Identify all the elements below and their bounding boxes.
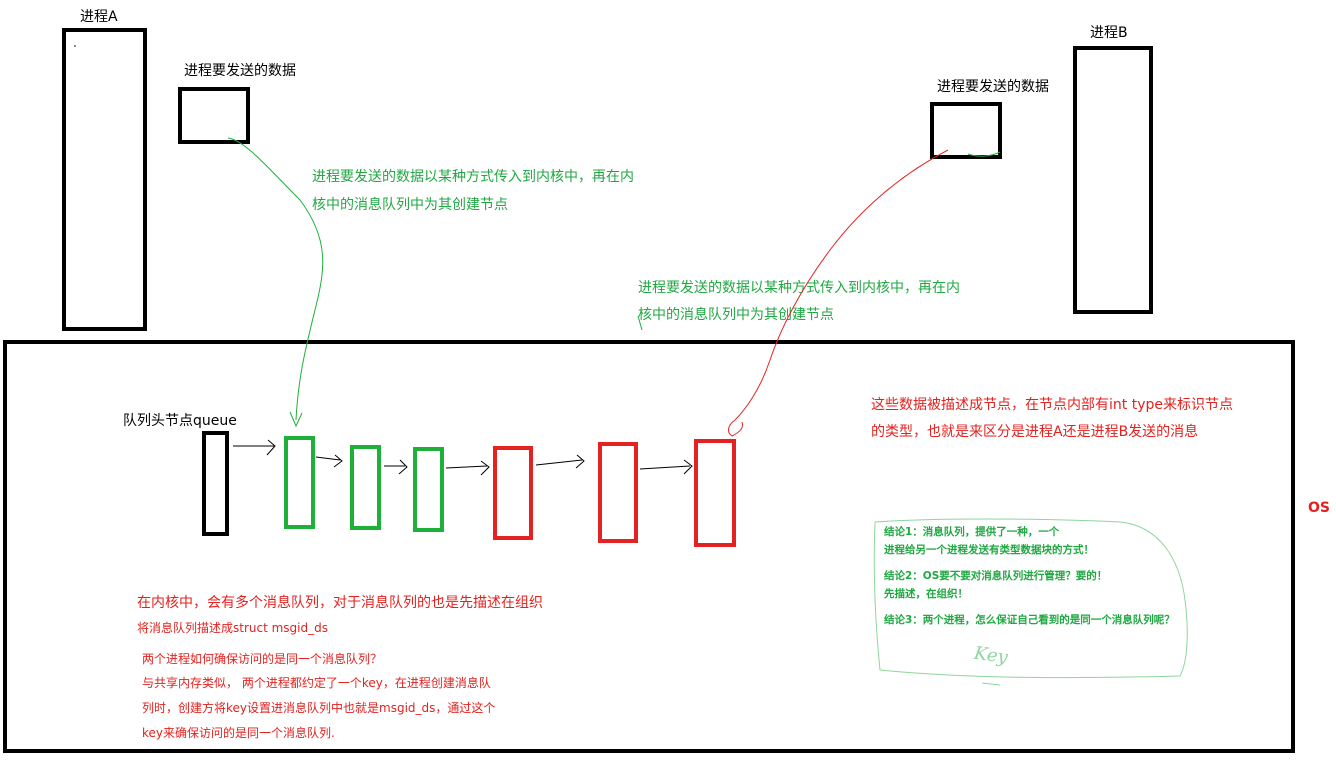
os-label: OS bbox=[1308, 500, 1330, 516]
queue-head-label: 队列头节点queue bbox=[123, 413, 237, 429]
node-desc-line2: 的类型，也就是来区分是进程A还是进程B发送的消息 bbox=[871, 424, 1199, 440]
queue-arrow-3 bbox=[445, 460, 490, 476]
kernel-note-line1: 在内核中，会有多个消息队列，对于消息队列的也是先描述在组织 bbox=[137, 595, 543, 611]
queue-node-b3 bbox=[694, 439, 736, 547]
conclusion-frame bbox=[873, 518, 1188, 679]
transfer-note2-line1: 进程要发送的数据以某种方式传入到内核中，再在内 bbox=[638, 280, 960, 296]
transfer-note-line2: 核中的消息队列中为其创建节点 bbox=[312, 197, 508, 213]
process-b-label: 进程B bbox=[1090, 25, 1128, 41]
queue-head-node bbox=[202, 431, 229, 536]
kernel-note-answer2: 列时，创建方将key设置进消息队列中也就是msgid_ds，通过这个 bbox=[142, 701, 496, 715]
process-a-data-label: 进程要发送的数据 bbox=[184, 63, 296, 79]
transfer-note-line1: 进程要发送的数据以某种方式传入到内核中，再在内 bbox=[312, 169, 634, 185]
green-curve-arrowhead bbox=[289, 411, 303, 428]
process-b-box bbox=[1073, 46, 1153, 314]
kernel-note-answer1: 与共享内存类似， 两个进程都约定了一个key，在进程创建消息队 bbox=[142, 676, 491, 690]
red-transfer-curve bbox=[734, 149, 949, 421]
process-a-dot bbox=[74, 45, 76, 47]
queue-node-a2 bbox=[350, 445, 381, 530]
kernel-note-answer3: key来确保访问的是同一个消息队列. bbox=[142, 726, 335, 740]
kernel-note-line2: 将消息队列描述成struct msgid_ds bbox=[137, 621, 328, 635]
process-a-box bbox=[62, 28, 147, 331]
queue-node-b1 bbox=[493, 446, 533, 540]
red-curve-hook bbox=[727, 419, 743, 437]
green-hook bbox=[967, 151, 1001, 157]
queue-arrow-0 bbox=[233, 439, 276, 456]
queue-arrow-2 bbox=[384, 459, 408, 475]
process-a-label: 进程A bbox=[80, 9, 118, 25]
process-a-data-box bbox=[178, 87, 250, 144]
queue-node-a3 bbox=[413, 447, 444, 532]
kernel-note-question: 两个进程如何确保访问的是同一个消息队列？ bbox=[142, 652, 383, 666]
queue-arrow-5 bbox=[639, 459, 693, 475]
queue-arrow-1 bbox=[315, 454, 343, 468]
conclusion-2b: 先描述，在组织！ bbox=[884, 588, 968, 600]
kernel-box bbox=[3, 340, 1295, 753]
transfer-note2-line2: 核中的消息队列中为其创建节点 bbox=[638, 307, 834, 323]
queue-node-a1 bbox=[284, 436, 315, 529]
green-tick bbox=[637, 315, 643, 331]
node-desc-line1: 这些数据被描述成节点，在节点内部有int type来标识节点 bbox=[871, 397, 1233, 413]
queue-arrow-4 bbox=[535, 454, 585, 469]
conclusion-1a: 结论1：消息队列，提供了一种，一个 bbox=[884, 526, 1060, 538]
conclusion-1b: 进程给另一个进程发送有类型数据块的方式！ bbox=[884, 544, 1094, 556]
key-underline bbox=[981, 682, 1001, 686]
conclusion-2a: 结论2：OS要不要对消息队列进行管理？要的！ bbox=[884, 570, 1108, 582]
process-b-data-label: 进程要发送的数据 bbox=[937, 79, 1049, 95]
conclusion-3: 结论3：两个进程，怎么保证自己看到的是同一个消息队列呢？ bbox=[884, 614, 1175, 626]
green-transfer-curve bbox=[227, 137, 324, 421]
queue-node-b2 bbox=[598, 442, 638, 543]
process-b-data-box bbox=[930, 102, 1002, 159]
